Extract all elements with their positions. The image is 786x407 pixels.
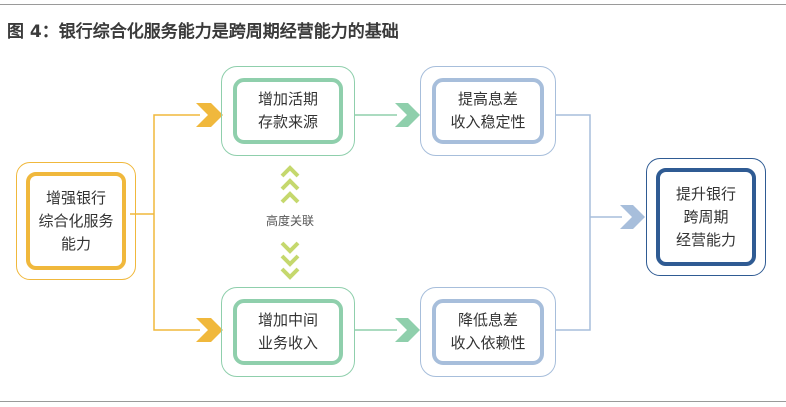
- result-node-frame: [646, 158, 766, 276]
- chevron-up-icon: [280, 165, 300, 178]
- dependence-node-frame: [420, 287, 556, 377]
- top-rule: [0, 4, 786, 5]
- chevron-down-icon: [280, 241, 300, 254]
- chevron-up-icon: [280, 191, 300, 204]
- source-node: 增强银行 综合化服务 能力: [26, 172, 126, 270]
- deposit-node: 增加活期 存款来源: [233, 78, 343, 144]
- chevron-down-icon: [280, 254, 300, 267]
- deposit-node-label: 增加活期 存款来源: [257, 90, 318, 131]
- chevron-down-icon: [280, 267, 300, 280]
- stability-node: 提高息差 收入稳定性: [432, 78, 544, 144]
- arrow-merge-to-result: [620, 205, 645, 229]
- arrow-source-to-deposit: [196, 103, 223, 127]
- deposit-node-frame: [221, 66, 355, 156]
- fee-node-frame: [221, 287, 355, 377]
- dependence-node: 降低息差 收入依赖性: [432, 299, 544, 365]
- arrow-fee-to-dependence: [395, 318, 420, 342]
- stability-node-frame: [420, 66, 556, 156]
- stability-node-label: 提高息差 收入稳定性: [450, 90, 526, 131]
- connector-merge: [556, 114, 622, 331]
- connector-source-branch: [130, 114, 200, 331]
- bottom-rule: [0, 401, 786, 402]
- result-node-label: 提升银行 跨周期 经营能力: [675, 184, 736, 249]
- arrow-source-to-fee: [196, 318, 223, 342]
- fee-node-label: 增加中间 业务收入: [257, 311, 318, 352]
- figure-title: 图 4：银行综合化服务能力是跨周期经营能力的基础: [7, 22, 399, 42]
- source-node-frame: [16, 162, 136, 280]
- chevron-up-icon: [280, 178, 300, 191]
- dependence-node-label: 降低息差 收入依赖性: [450, 311, 526, 352]
- result-node: 提升银行 跨周期 经营能力: [656, 168, 756, 266]
- relation-label: 高度关联: [265, 214, 314, 228]
- source-node-label: 增强银行 综合化服务 能力: [38, 188, 114, 253]
- fee-node: 增加中间 业务收入: [233, 299, 343, 365]
- arrow-deposit-to-stability: [395, 103, 420, 127]
